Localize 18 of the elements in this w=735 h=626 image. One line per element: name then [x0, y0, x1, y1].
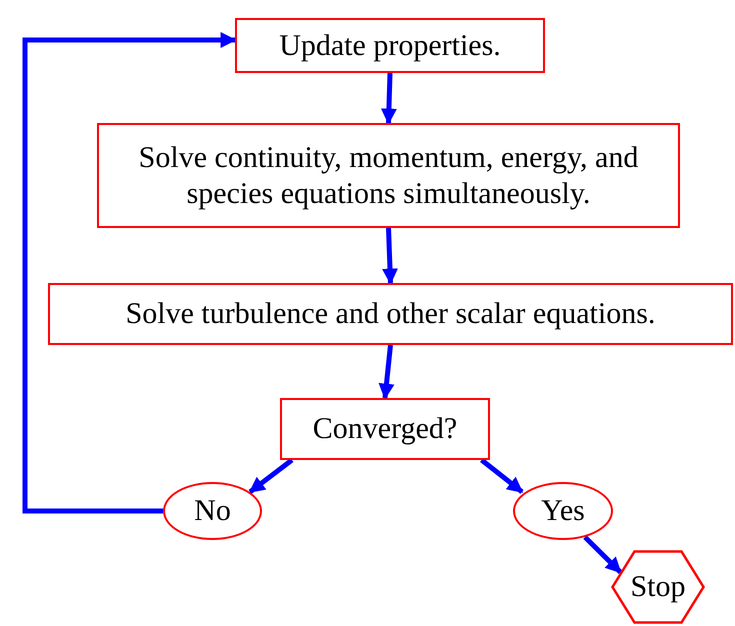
arrow: [480, 458, 524, 494]
node-label: Solve turbulence and other scalar equations.: [126, 296, 656, 332]
arrow: [248, 458, 294, 494]
node-label: Update properties.: [279, 28, 501, 64]
process-box: [97, 123, 680, 228]
arrow: [583, 535, 622, 574]
node-label: Stop: [630, 569, 686, 605]
node-label: Yes: [541, 493, 585, 529]
arrow: [378, 344, 394, 400]
arrow: [382, 228, 398, 285]
node-label: No: [194, 493, 231, 529]
arrow: [22, 32, 237, 514]
node-label: Converged?: [312, 411, 458, 447]
process-box: [48, 283, 733, 345]
node-label: Solve continuity, momentum, energy, and species equations simultaneously.: [138, 140, 640, 212]
process-box: [280, 398, 490, 460]
arrow: [380, 72, 397, 125]
process-box: [235, 18, 545, 73]
